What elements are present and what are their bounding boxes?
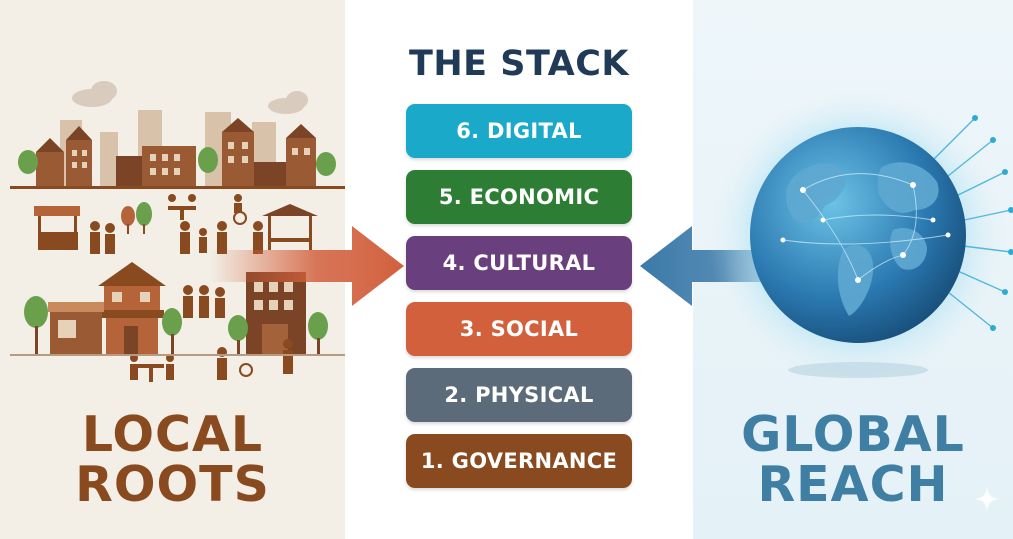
layer-digital: 6. DIGITAL — [406, 104, 632, 158]
global-label-line2: REACH — [757, 456, 949, 513]
layer-physical: 2. PHYSICAL — [406, 368, 632, 422]
layer-governance: 1. GOVERNANCE — [406, 434, 632, 488]
local-arrow — [210, 226, 404, 306]
layer-social: 3. SOCIAL — [406, 302, 632, 356]
global-label-line1: GLOBAL — [741, 406, 965, 463]
stack-layers: 6. DIGITAL 5. ECONOMIC 4. CULTURAL 3. SO… — [406, 104, 632, 500]
local-label-line2: ROOTS — [75, 456, 270, 513]
sparkle-icon — [974, 486, 1000, 512]
globe-illustration — [708, 85, 1013, 385]
global-reach-label: GLOBAL REACH — [693, 410, 1013, 510]
layer-cultural: 4. CULTURAL — [406, 236, 632, 290]
stack-title: THE STACK — [408, 44, 630, 84]
layer-economic: 5. ECONOMIC — [406, 170, 632, 224]
local-label-line1: LOCAL — [81, 406, 264, 463]
local-roots-label: LOCAL ROOTS — [0, 410, 345, 510]
town-illustration — [10, 81, 345, 382]
